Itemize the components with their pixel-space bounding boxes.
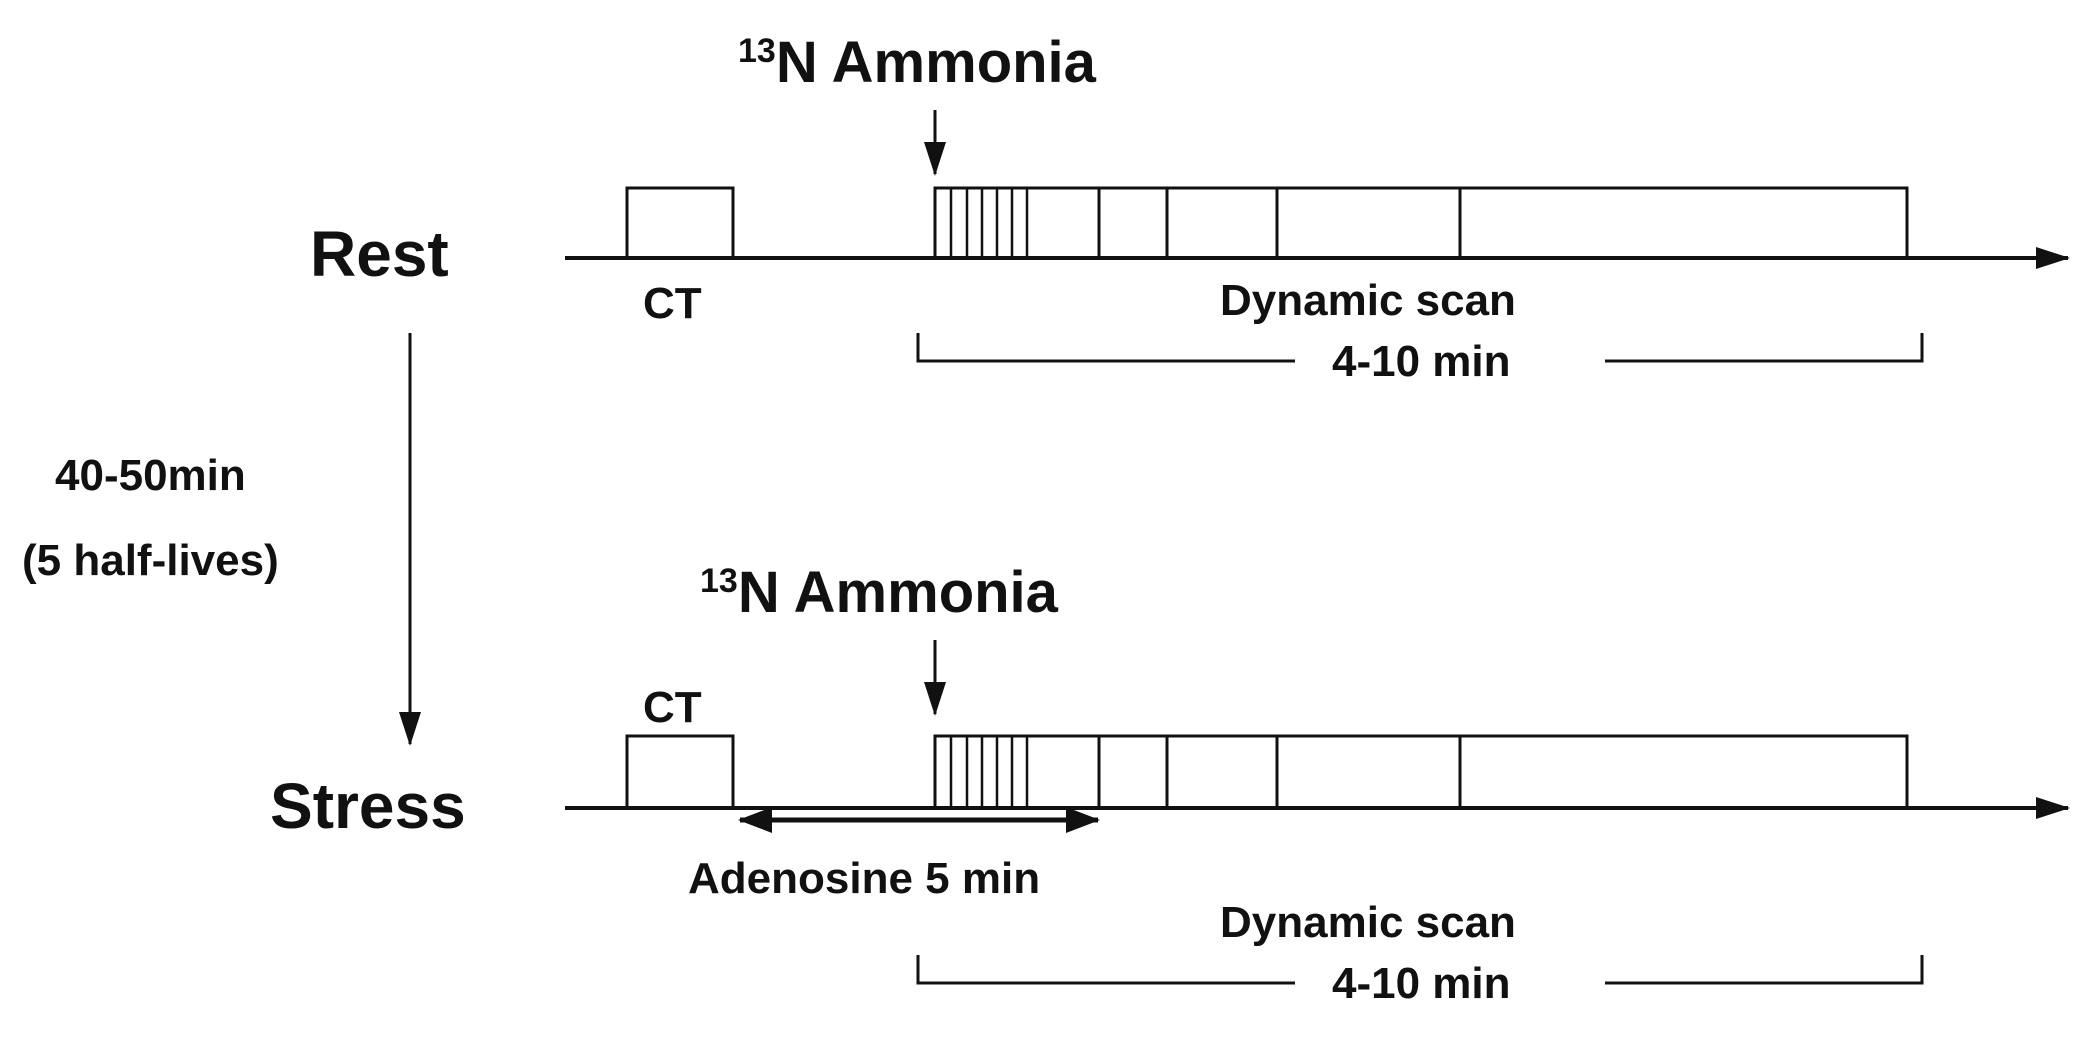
rest-duration-bracket bbox=[916, 333, 1924, 363]
stress-frame-block bbox=[933, 734, 1909, 810]
stress-phase-label: Stress bbox=[270, 770, 466, 842]
interval-group: 40-50min (5 half-lives) bbox=[22, 333, 421, 746]
stress-tracer-name: N Ammonia bbox=[738, 560, 1059, 625]
interval-time-label: 40-50min bbox=[55, 451, 246, 500]
stress-stressor-label: Adenosine 5 min bbox=[688, 854, 1040, 903]
stress-ct-label: CT bbox=[643, 683, 702, 732]
rest-ct-box bbox=[625, 186, 735, 260]
stress-tracer-label: 13N Ammonia bbox=[700, 560, 1059, 625]
stress-scan-label: Dynamic scan bbox=[1220, 898, 1516, 947]
rest-tracer-name: N Ammonia bbox=[776, 30, 1097, 95]
stress-duration-bracket bbox=[916, 955, 1924, 985]
stress-timeline: Stress 13N Ammonia CT Adenosine 5 min bbox=[270, 560, 2070, 1008]
rest-tracer-isotope: 13 bbox=[738, 32, 776, 70]
rest-frame-block bbox=[933, 186, 1909, 260]
rest-timeline: Rest 13N Ammonia CT Dynamic scan 4 bbox=[310, 30, 2070, 386]
interval-note-label: (5 half-lives) bbox=[22, 536, 279, 585]
rest-scan-label: Dynamic scan bbox=[1220, 276, 1516, 325]
rest-phase-label: Rest bbox=[310, 218, 449, 290]
stress-tracer-isotope: 13 bbox=[700, 562, 738, 600]
rest-tracer-label: 13N Ammonia bbox=[738, 30, 1097, 95]
rest-duration-label: 4-10 min bbox=[1332, 337, 1511, 386]
rest-ct-label: CT bbox=[643, 279, 702, 328]
stress-dynamic-frames bbox=[933, 734, 1909, 810]
rest-dynamic-frames bbox=[933, 186, 1909, 260]
stress-ct-box bbox=[625, 734, 735, 810]
stress-duration-label: 4-10 min bbox=[1332, 959, 1511, 1008]
